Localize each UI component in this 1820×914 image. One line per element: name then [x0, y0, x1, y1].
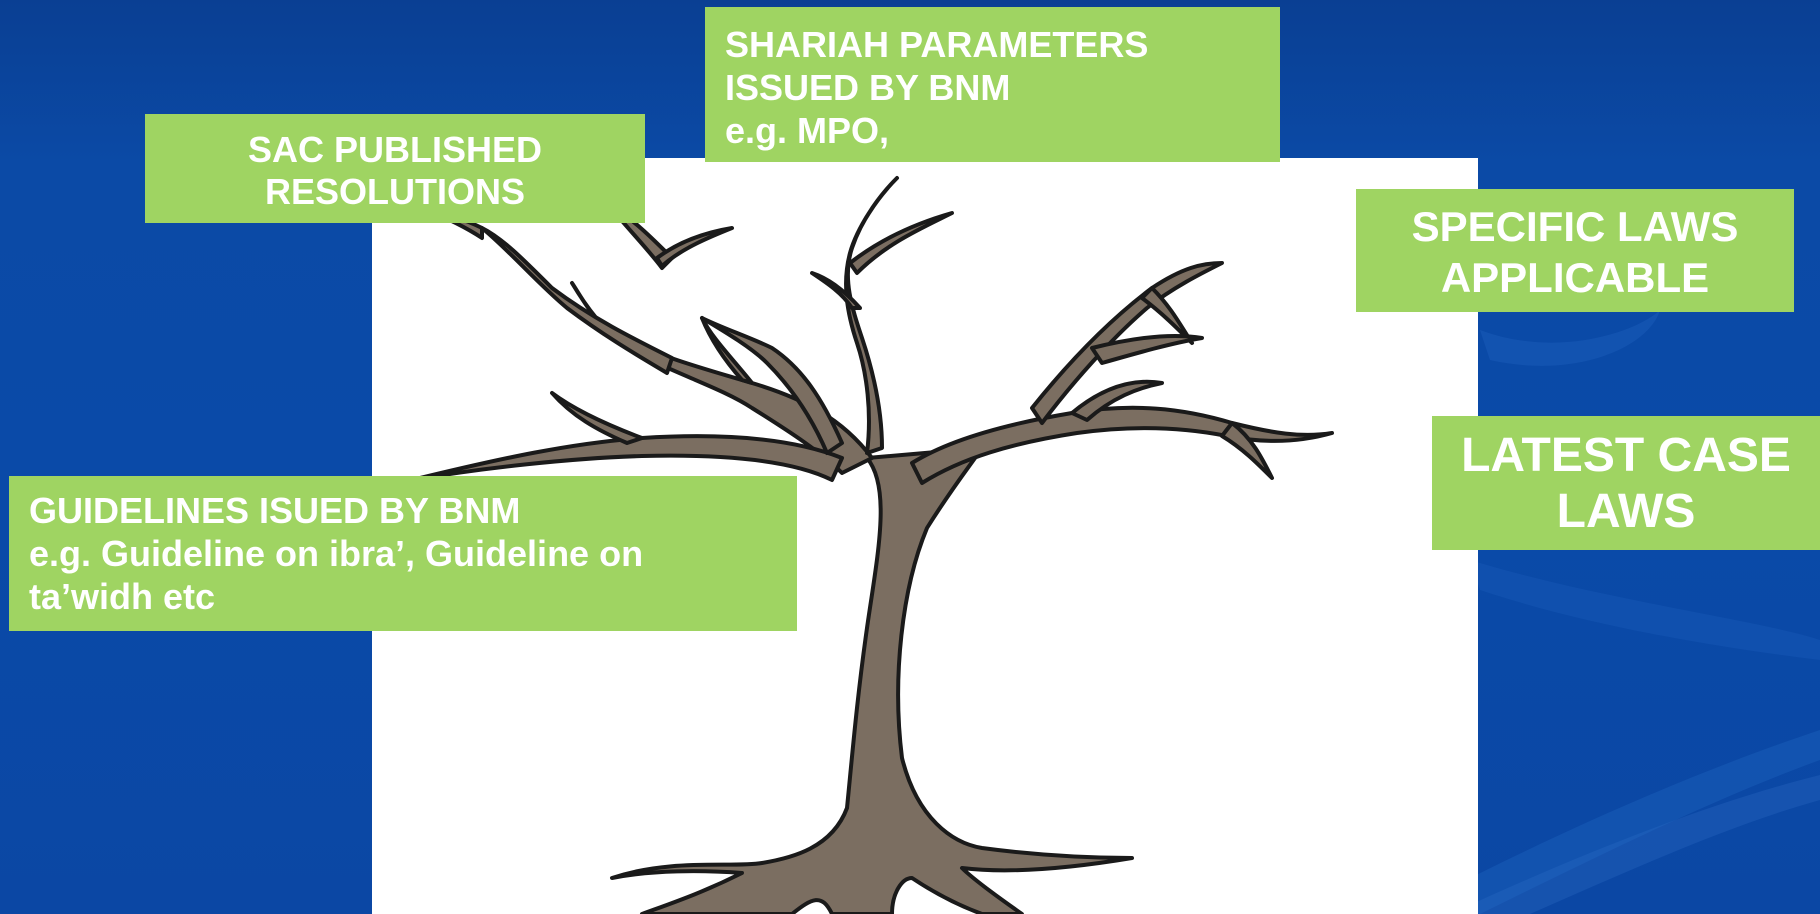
- specific-laws-box: SPECIFIC LAWS APPLICABLE: [1356, 189, 1794, 312]
- guidelines-box: GUIDELINES ISUED BY BNM e.g. Guideline o…: [9, 476, 797, 631]
- sac-line-1: SAC PUBLISHED: [247, 129, 543, 170]
- shariah-line-2: ISSUED BY BNM: [725, 67, 1011, 108]
- guidelines-line-2: e.g. Guideline on ibra’, Guideline on: [29, 533, 644, 574]
- guidelines-line-1: GUIDELINES ISUED BY BNM: [29, 490, 521, 531]
- case-line-2: LAWS: [1556, 485, 1696, 538]
- sac-line-2: RESOLUTIONS: [264, 171, 525, 212]
- specific-line-2: APPLICABLE: [1440, 254, 1710, 301]
- shariah-parameters-box: SHARIAH PARAMETERS ISSUED BY BNM e.g. MP…: [705, 7, 1280, 162]
- shariah-line-3: e.g. MPO,: [725, 110, 890, 151]
- guidelines-line-3: ta’widh etc: [29, 576, 216, 617]
- specific-line-1: SPECIFIC LAWS: [1411, 203, 1739, 250]
- shariah-line-1: SHARIAH PARAMETERS: [725, 24, 1149, 65]
- latest-case-laws-box: LATEST CASE LAWS: [1432, 416, 1820, 550]
- case-line-1: LATEST CASE: [1461, 429, 1791, 482]
- sac-resolutions-box: SAC PUBLISHED RESOLUTIONS: [145, 114, 645, 223]
